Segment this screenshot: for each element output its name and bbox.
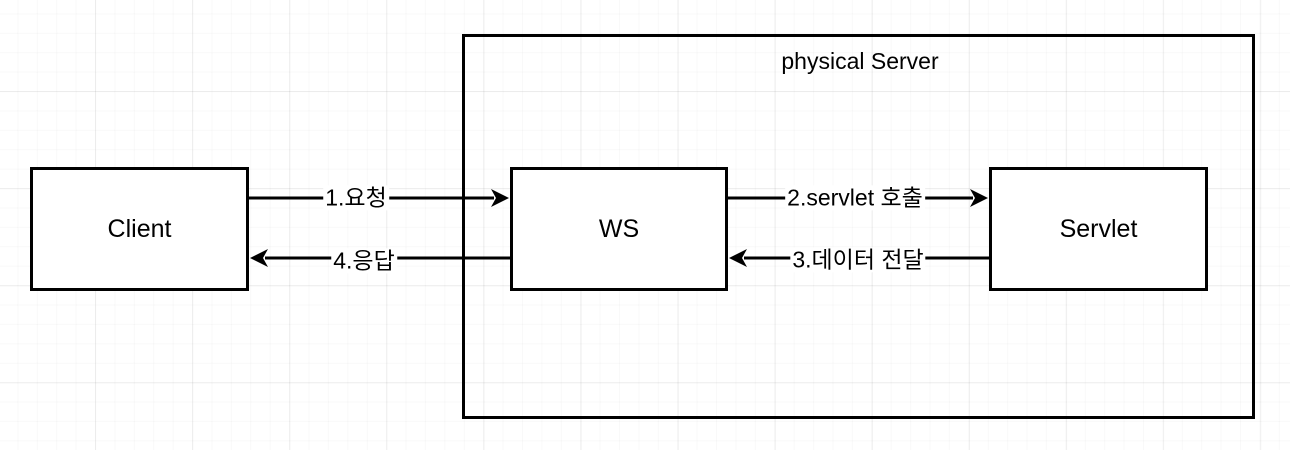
- edge-label-2-servlet-call: 2.servlet 호출: [785, 184, 925, 211]
- node-client-label: Client: [107, 214, 172, 243]
- node-client[interactable]: Client: [30, 167, 249, 291]
- edge-label-1-request: 1.요청: [323, 184, 389, 211]
- node-servlet[interactable]: Servlet: [989, 167, 1208, 291]
- edge-label-4-response: 4.응답: [331, 247, 397, 274]
- container-physical-server-label: physical Server: [781, 48, 939, 74]
- node-ws[interactable]: WS: [510, 167, 728, 291]
- edge-label-3-data-transfer: 3.데이터 전달: [790, 246, 926, 273]
- node-ws-label: WS: [598, 214, 640, 243]
- node-servlet-label: Servlet: [1059, 214, 1138, 243]
- container-physical-server[interactable]: [462, 34, 1255, 419]
